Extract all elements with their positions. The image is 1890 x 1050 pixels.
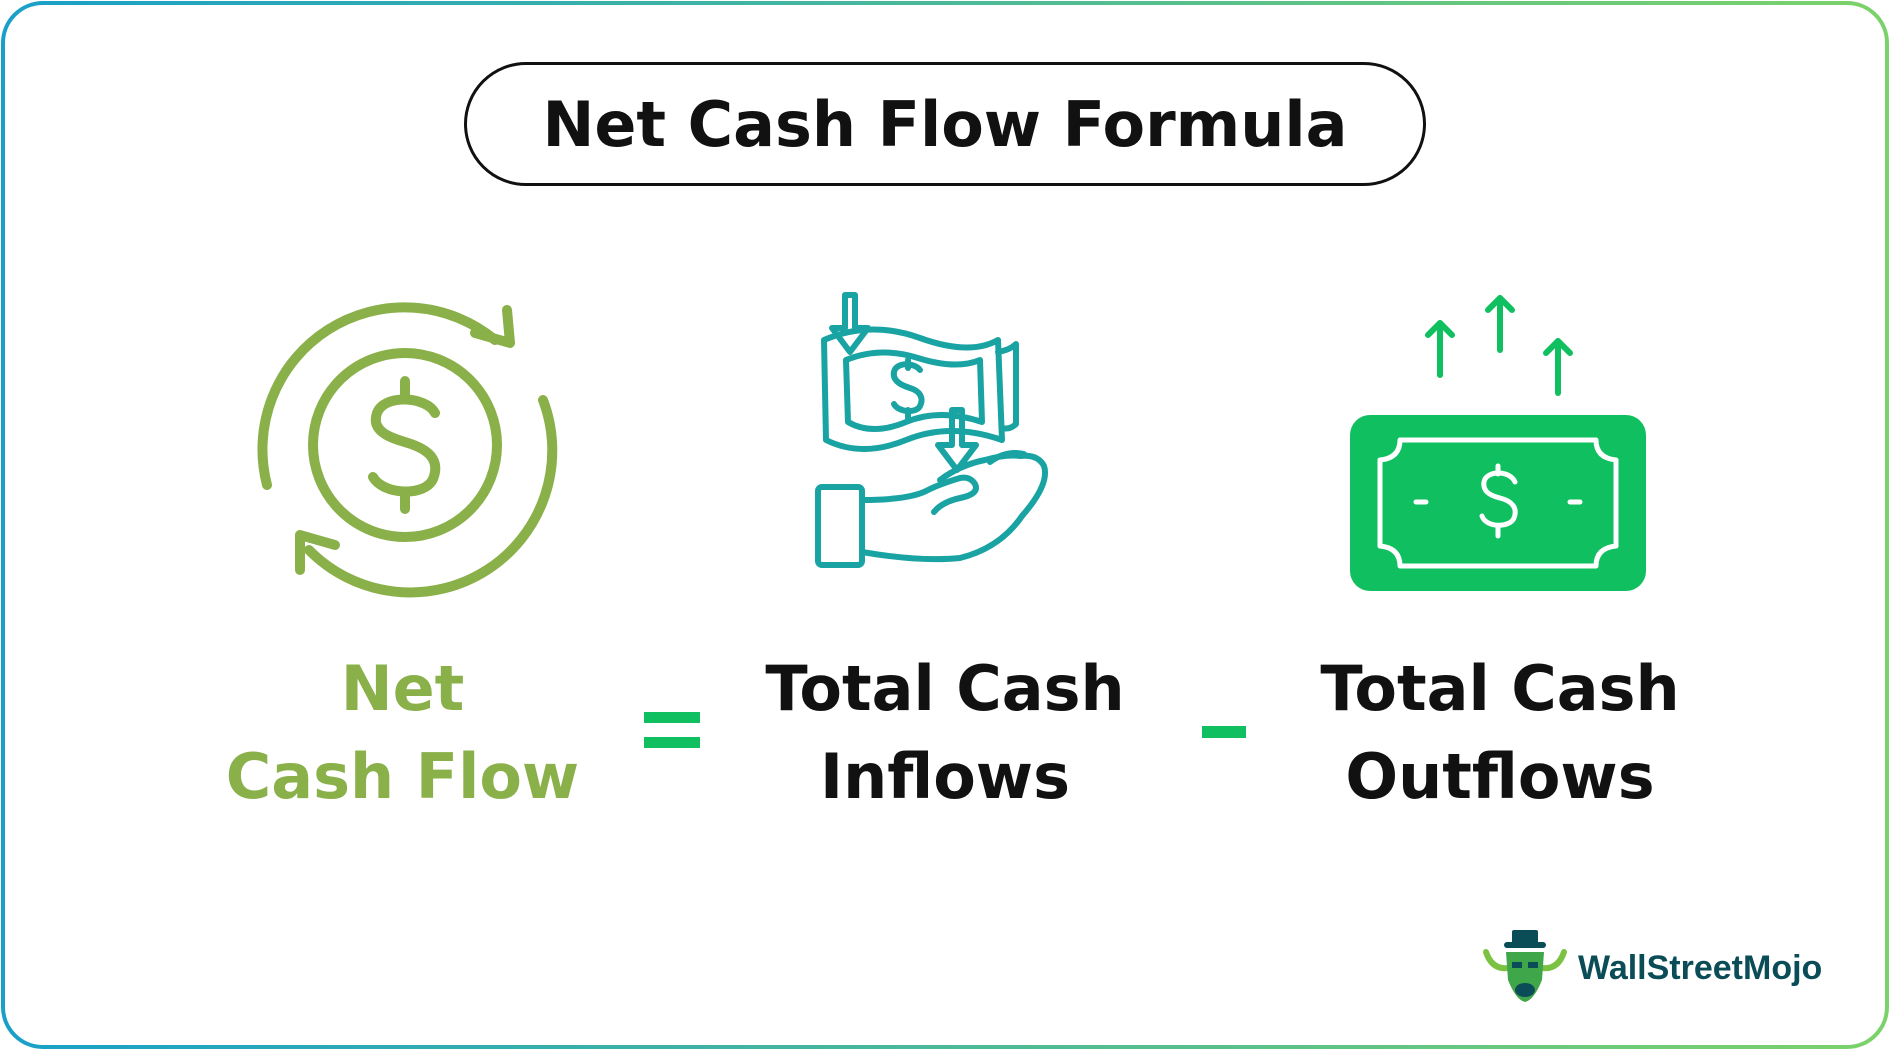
minus-operator xyxy=(1202,726,1246,738)
formula-title: Net Cash Flow Formula xyxy=(464,62,1426,186)
total-cash-inflows-line1: Total Cash xyxy=(765,652,1125,725)
total-cash-outflows-line2: Outflows xyxy=(1345,740,1655,813)
equals-operator-top-bar xyxy=(644,712,700,723)
hand-receiving-money-icon xyxy=(815,292,1048,568)
total-cash-inflows-line2: Inflows xyxy=(820,740,1070,813)
circular-arrows-dollar-coin-icon xyxy=(257,302,558,598)
brand-name: WallStreetMojo xyxy=(1578,948,1823,987)
bull-mascot-logo-icon xyxy=(1483,930,1567,1002)
net-cash-flow-line2: Cash Flow xyxy=(225,740,580,813)
total-cash-inflows-term: Total Cash Inflows xyxy=(735,645,1155,821)
net-cash-flow-line1: Net xyxy=(340,652,465,725)
total-cash-outflows-term: Total Cash Outflows xyxy=(1285,645,1715,821)
equals-operator-bottom-bar xyxy=(644,737,700,748)
banknote-with-up-arrows-icon xyxy=(1350,295,1646,591)
total-cash-outflows-line1: Total Cash xyxy=(1320,652,1680,725)
brand-logo: WallStreetMojo xyxy=(1482,930,1822,1006)
net-cash-flow-term: Net Cash Flow xyxy=(200,645,605,821)
